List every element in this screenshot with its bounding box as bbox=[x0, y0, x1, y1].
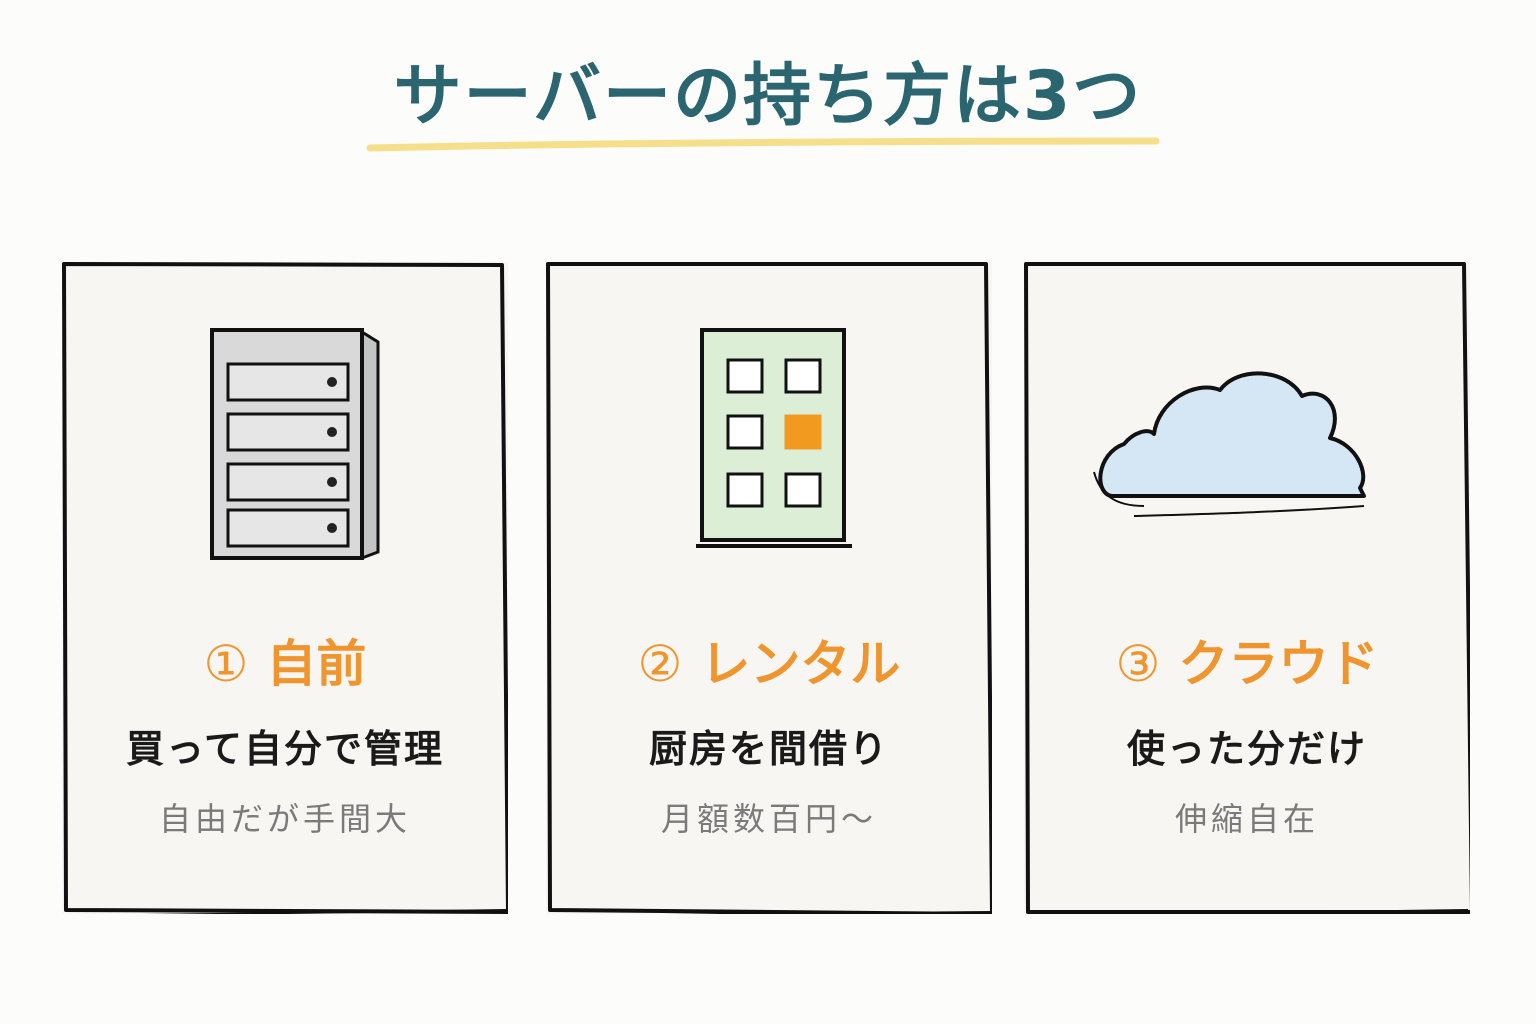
card-main-text: 使った分だけ bbox=[1126, 727, 1367, 771]
card-sub-text: 伸縮自在 bbox=[1174, 800, 1319, 838]
card-self-hosted: ① 自前 買って自分で管理 自由だが手間大 bbox=[62, 262, 508, 914]
heading-label: クラウド bbox=[1178, 635, 1379, 693]
card-heading: ③ クラウド bbox=[1024, 624, 1470, 696]
card-sub-text: 月額数百円～ bbox=[660, 800, 877, 838]
card-sub-text: 自由だが手間大 bbox=[158, 800, 411, 838]
card-main-text: 厨房を間借り bbox=[648, 727, 889, 771]
number-badge: ③ bbox=[1115, 635, 1161, 693]
number-badge: ② bbox=[637, 635, 683, 693]
building-icon bbox=[696, 328, 852, 548]
heading-label: 自前 bbox=[266, 635, 367, 693]
number-badge: ① bbox=[203, 635, 249, 693]
card-cloud: ③ クラウド 使った分だけ 伸縮自在 bbox=[1024, 262, 1470, 914]
server-rack-icon bbox=[210, 328, 380, 561]
heading-label: レンタル bbox=[700, 635, 901, 693]
card-heading: ② レンタル bbox=[546, 624, 992, 696]
page-title: サーバーの持ち方は3つ bbox=[393, 57, 1143, 136]
cloud-icon bbox=[1093, 371, 1366, 517]
card-main-text: 買って自分で管理 bbox=[125, 727, 445, 771]
card-heading: ① 自前 bbox=[62, 624, 508, 696]
card-rental: ② レンタル 厨房を間借り 月額数百円～ bbox=[546, 262, 992, 914]
